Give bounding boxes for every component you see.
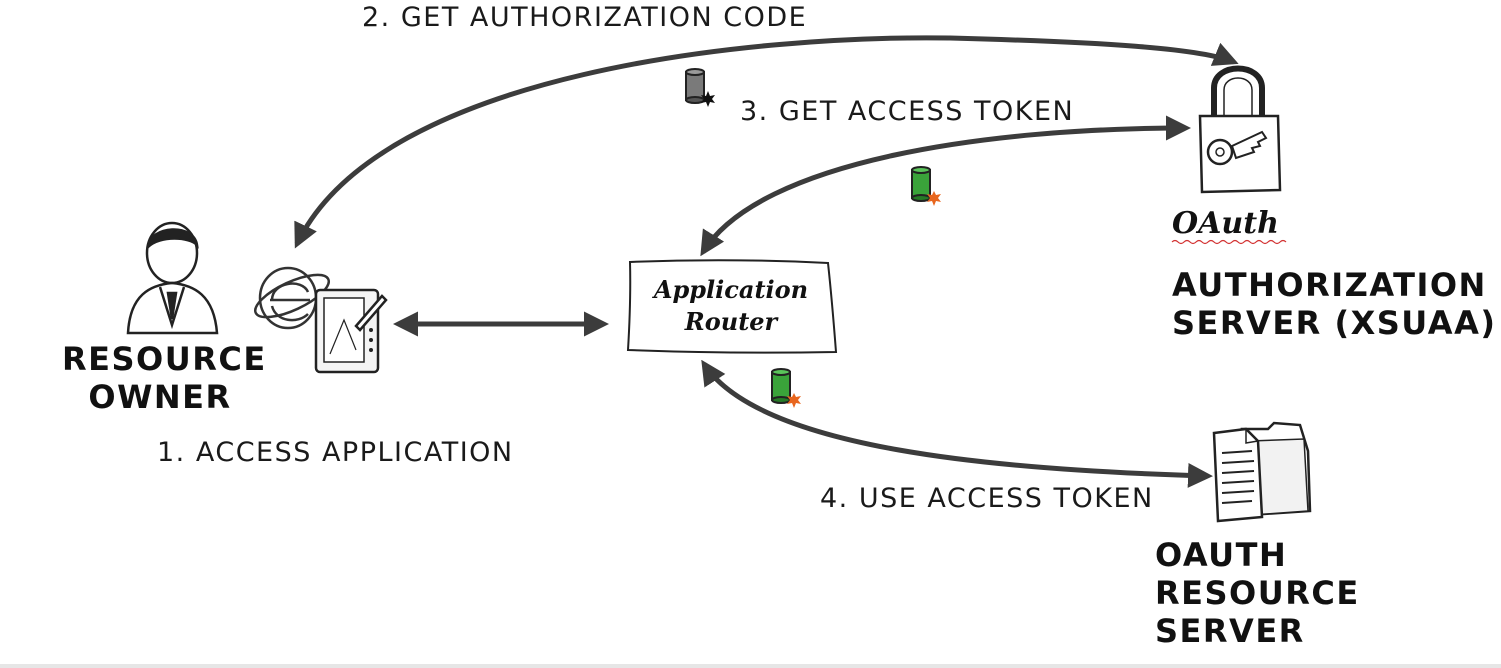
tablet-icon <box>314 288 388 374</box>
authorization-server-line2: SERVER (XSUAA) <box>1172 304 1497 342</box>
bottom-divider <box>0 664 1501 668</box>
application-router-box <box>626 259 838 354</box>
resource-owner-line2: OWNER <box>88 378 232 416</box>
resource-server-label: OAUTH RESOURCE SERVER <box>1155 536 1360 650</box>
resource-owner-label: RESOURCE OWNER <box>62 340 267 416</box>
arrow-get-authorization-code <box>294 35 1239 249</box>
access-token-scroll-icon <box>771 368 801 408</box>
arrow-get-access-token <box>700 115 1191 257</box>
authorization-server-line1: AUTHORIZATION <box>1172 266 1487 304</box>
authorization-server-label: AUTHORIZATION SERVER (XSUAA) <box>1172 266 1496 342</box>
oauth-title-squiggle <box>1171 239 1287 245</box>
step-1-label: 1. ACCESS APPLICATION <box>157 437 514 468</box>
application-router-line2: Router <box>684 307 778 336</box>
padlock-key-icon <box>1198 65 1282 194</box>
resource-server-line3: SERVER <box>1155 612 1305 650</box>
resource-owner-line1: RESOURCE <box>62 340 267 378</box>
authorization-code-scroll-icon <box>685 68 715 107</box>
resource-server-line1: OAUTH <box>1155 536 1288 574</box>
arrow-use-access-token <box>701 359 1213 488</box>
oauth-title: OAuth <box>1172 206 1279 241</box>
step-3-label: 3. GET ACCESS TOKEN <box>740 96 1075 127</box>
resource-server-line2: RESOURCE <box>1155 574 1360 612</box>
application-router-line1: Application <box>653 275 809 304</box>
documents-folder-icon <box>1212 421 1312 523</box>
person-icon <box>126 221 219 335</box>
step-2-label: 2. GET AUTHORIZATION CODE <box>362 2 808 33</box>
step-4-label: 4. USE ACCESS TOKEN <box>820 483 1154 514</box>
access-token-scroll-icon <box>911 166 941 206</box>
application-router: Application Router <box>628 260 834 352</box>
